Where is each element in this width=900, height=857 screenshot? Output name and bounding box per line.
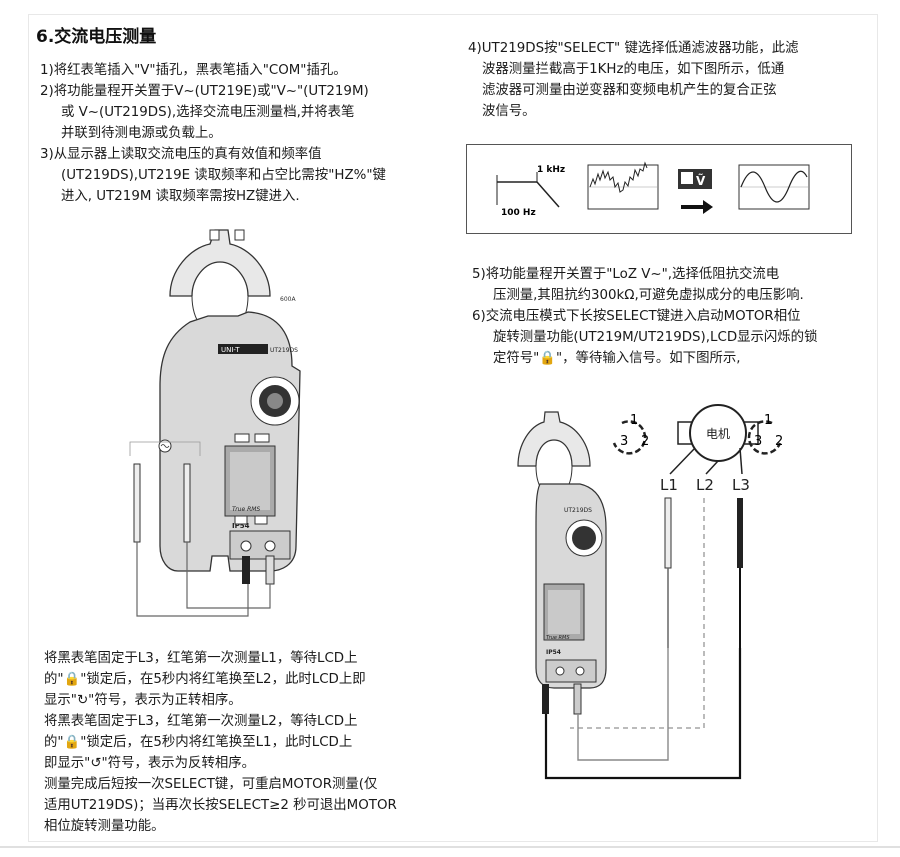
start-freq-label: 100 Hz [501, 208, 536, 218]
clamp-jaw-right [517, 411, 591, 467]
step-3-cont-1: (UT219DS),UT219E 读取频率和占空比需按"HZ%"键 [61, 168, 386, 183]
rot-right-1: 1 [764, 413, 772, 428]
bottom-line-5: 的"🔒"锁定后，在5秒内将红笔换至L1，此时LCD上 [44, 735, 353, 750]
bottom-line-7: 测量完成后短按一次SELECT键，可重启MOTOR测量(仅 [44, 777, 378, 792]
step-2-cont-1: 或 V~(UT219DS),选择交流电压测量档,并将表笔 [61, 105, 355, 120]
com-jack [240, 540, 252, 552]
red-probe [664, 497, 672, 569]
step-4-line-1: 4)UT219DS按"SELECT" 键选择低通滤波器功能，此滤 [468, 41, 799, 56]
rot-left-3: 3 [620, 434, 628, 449]
motor-phase-rotation-illustration: 电机 L1 L2 L3 1 3 2 1 3 2 UT219DS True RMS… [517, 404, 783, 780]
low-pass-filter-diagram: 1 kHz 100 Hz Ṽ [466, 144, 852, 234]
step-6-text: 6)交流电压模式下长按SELECT键进入启动MOTOR相位 [472, 309, 801, 324]
jaw-marker-right [234, 229, 245, 241]
red-lead [186, 542, 271, 609]
step-1: 1)将红表笔插入"V"插孔，黑表笔插入"COM"插孔。 [40, 60, 430, 81]
step-6-cont-2: 定符号"🔒"，等待输入信号。如下图所示, [493, 351, 741, 366]
step-4-line-4: 波信号。 [482, 104, 536, 119]
step-4-line-2: 波器测量拦截高于1KHz的电压，如下图所示，低通 [482, 62, 785, 77]
sine-waveform [738, 164, 810, 210]
bottom-line-3: 显示"↻"符号，表示为正转相序。 [44, 693, 242, 708]
step-3-text: 3)从显示器上读取交流电压的真有效值和频率值 [40, 147, 322, 162]
red-plug [265, 555, 275, 585]
ip-rating-left: IP54 [232, 522, 250, 530]
frequency-response-graph: 1 kHz 100 Hz [496, 165, 565, 218]
svg-text:Ṽ: Ṽ [696, 173, 706, 188]
reverse-rotation-icon: 1 3 2 [747, 413, 783, 455]
black-lead-right [544, 648, 742, 780]
bottom-line-8: 适用UT219DS)；当再次长按SELECT≥2 秒可退出MOTOR [44, 798, 397, 813]
ip-rating-right: IP54 [546, 649, 561, 656]
forward-rotation-icon: 1 3 2 [612, 413, 649, 455]
step-2-cont-2: 并联到待测电源或负载上。 [61, 126, 222, 141]
cutoff-label: 1 kHz [537, 165, 565, 175]
step-1-text: 1)将红表笔插入"V"插孔，黑表笔插入"COM"插孔。 [40, 63, 347, 78]
step-2: 2)将功能量程开关置于V~(UT219E)或"V~"(UT219M) 或 V~(… [40, 81, 430, 144]
true-rms-label-right: True RMS [546, 635, 570, 641]
black-plug [242, 556, 250, 584]
v-jack [264, 540, 276, 552]
phase-l3: L3 [732, 476, 750, 494]
step-2-text: 2)将功能量程开关置于V~(UT219E)或"V~"(UT219M) [40, 84, 369, 99]
jaw-marker-left [209, 229, 220, 241]
probe-left [133, 463, 141, 543]
step-4: 4)UT219DS按"SELECT" 键选择低通滤波器功能，此滤 波器测量拦截高… [468, 38, 858, 122]
phase-rotation-instructions: 将黑表笔固定于L3，红笔第一次测量L1，等待LCD上 的"🔒"锁定后，在5秒内将… [44, 648, 454, 837]
bottom-line-2: 的"🔒"锁定后，在5秒内将红笔换至L2，此时LCD上即 [44, 672, 366, 687]
bottom-line-1: 将黑表笔固定于L3，红笔第一次测量L1，等待LCD上 [44, 651, 358, 666]
step-3-cont-2: 进入, UT219M 读取频率需按HZ键进入. [61, 189, 300, 204]
l2-dashed-lead [570, 498, 705, 729]
rot-right-3: 3 [754, 434, 762, 449]
phase-l1: L1 [660, 476, 678, 494]
step-3: 3)从显示器上读取交流电压的真有效值和频率值 (UT219DS),UT219E … [40, 144, 430, 207]
phase-l2: L2 [696, 476, 714, 494]
clamp-meter-left-illustration: 600A UNI-T UT219DS True RMS IP54 [129, 229, 301, 617]
filter-icon: Ṽ [678, 169, 713, 214]
step-5-cont: 压测量,其阻抗约300kΩ,可避免虚拟成分的电压影响. [493, 288, 804, 303]
bottom-line-9: 相位旋转测量功能。 [44, 819, 165, 834]
rot-right-2: 2 [775, 434, 783, 449]
black-probe [737, 498, 743, 568]
red-lead-right [577, 648, 669, 761]
current-rating-left: 600A [280, 296, 296, 303]
clamp-jaw [169, 229, 271, 297]
motor-diagram: 电机 L1 L2 L3 [660, 404, 759, 494]
noisy-waveform [587, 161, 659, 210]
rot-left-1: 1 [630, 413, 638, 428]
brand-label: UNI-T [221, 346, 240, 354]
section-title: 6.交流电压测量 [36, 27, 157, 47]
steps-5-6: 5)将功能量程开关置于"LoZ V~",选择低阻抗交流电 压测量,其阻抗约300… [472, 264, 867, 369]
step-6-cont-1: 旋转测量功能(UT219M/UT219DS),LCD显示闪烁的锁 [493, 330, 818, 345]
probe-right [183, 463, 191, 543]
bottom-line-4: 将黑表笔固定于L3，红笔第一次测量L2，等待LCD上 [44, 714, 358, 729]
content-frame [28, 14, 878, 842]
step-5-text: 5)将功能量程开关置于"LoZ V~",选择低阻抗交流电 [472, 267, 780, 282]
black-lead [136, 542, 249, 617]
model-label-right: UT219DS [564, 507, 592, 514]
model-label-left: UT219DS [270, 347, 298, 354]
brand-strip [218, 344, 268, 354]
bottom-line-6: 即显示"↺"符号，表示为反转相序。 [44, 756, 256, 771]
motor-label: 电机 [706, 427, 730, 441]
left-steps: 1)将红表笔插入"V"插孔，黑表笔插入"COM"插孔。 2)将功能量程开关置于V… [40, 60, 430, 207]
step-4-line-3: 滤波器可测量由逆变器和变频电机产生的复合正弦 [482, 83, 777, 98]
true-rms-label-left: True RMS [232, 506, 260, 513]
page-bottom-divider [0, 846, 900, 848]
rot-left-2: 2 [641, 434, 649, 449]
